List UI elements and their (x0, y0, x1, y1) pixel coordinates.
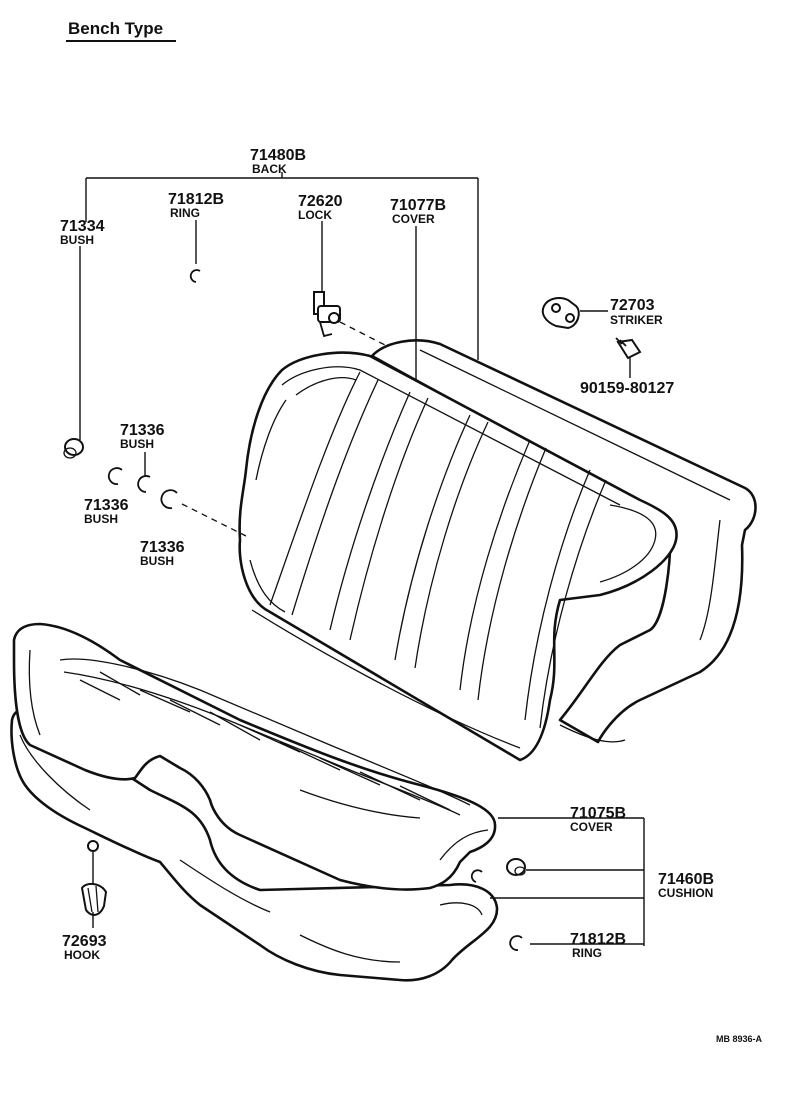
svg-text:71077B: 71077B (390, 197, 446, 214)
bolt-part (615, 337, 642, 360)
svg-text:LOCK: LOCK (298, 208, 332, 222)
svg-text:STRIKER: STRIKER (610, 313, 663, 327)
svg-text:HOOK: HOOK (64, 948, 100, 962)
part-label-bush-b: 71336 BUSH (84, 497, 129, 526)
leader-lines (79, 172, 645, 946)
part-label-bolt: 90159-80127 (580, 380, 674, 397)
part-label-bush-top: 71334 BUSH (60, 218, 105, 247)
part-label-bush-a: 71336 BUSH (120, 422, 165, 451)
svg-text:71336: 71336 (140, 539, 185, 556)
ring-bottom-part (509, 935, 523, 951)
part-label-striker: 72703 STRIKER (610, 297, 663, 327)
part-label-cover-back: 71077B COVER (390, 197, 446, 226)
bush-top-part (63, 438, 84, 459)
svg-text:BUSH: BUSH (84, 512, 118, 526)
svg-text:CUSHION: CUSHION (658, 886, 713, 900)
svg-text:71460B: 71460B (658, 871, 714, 888)
bush-b-part (137, 475, 151, 493)
svg-text:RING: RING (572, 946, 602, 960)
part-label-back: 71480B BACK (250, 147, 306, 176)
ring-top-part (189, 269, 201, 283)
part-label-ring-bottom: 71812B RING (570, 931, 626, 960)
svg-text:90159-80127: 90159-80127 (580, 380, 674, 397)
part-label-ring-top: 71812B RING (168, 191, 224, 220)
svg-text:BUSH: BUSH (60, 233, 94, 247)
diagram-title: Bench Type (68, 19, 163, 38)
bush-c-part (160, 489, 178, 509)
svg-text:BACK: BACK (252, 162, 287, 176)
svg-text:71336: 71336 (120, 422, 165, 439)
striker-part (541, 297, 580, 330)
svg-text:71812B: 71812B (570, 931, 626, 948)
part-label-cover-cushion: 71075B COVER (570, 805, 626, 834)
part-label-cushion: 71460B CUSHION (658, 871, 714, 900)
seat-cushion-drawing (10, 622, 499, 982)
cushion-clip-part (470, 869, 483, 883)
lock-part (313, 291, 341, 338)
part-label-hook: 72693 HOOK (62, 933, 107, 962)
svg-text:RING: RING (170, 206, 200, 220)
svg-text:COVER: COVER (570, 820, 613, 834)
figure-code: MB 8936-A (716, 1034, 763, 1044)
bush-a-part (107, 467, 123, 485)
svg-text:71334: 71334 (60, 218, 105, 235)
svg-text:71075B: 71075B (570, 805, 626, 822)
svg-text:72693: 72693 (62, 933, 107, 950)
seat-back-drawing (238, 339, 757, 762)
svg-text:COVER: COVER (392, 212, 435, 226)
svg-text:72620: 72620 (298, 193, 343, 210)
svg-text:BUSH: BUSH (120, 437, 154, 451)
part-label-bush-c: 71336 BUSH (140, 539, 185, 568)
part-label-lock: 72620 LOCK (298, 193, 343, 222)
svg-text:72703: 72703 (610, 297, 655, 314)
svg-text:71480B: 71480B (250, 147, 306, 164)
hook-part (80, 840, 108, 916)
svg-text:71336: 71336 (84, 497, 129, 514)
svg-text:BUSH: BUSH (140, 554, 174, 568)
svg-text:71812B: 71812B (168, 191, 224, 208)
cushion-bush-part (506, 858, 526, 876)
